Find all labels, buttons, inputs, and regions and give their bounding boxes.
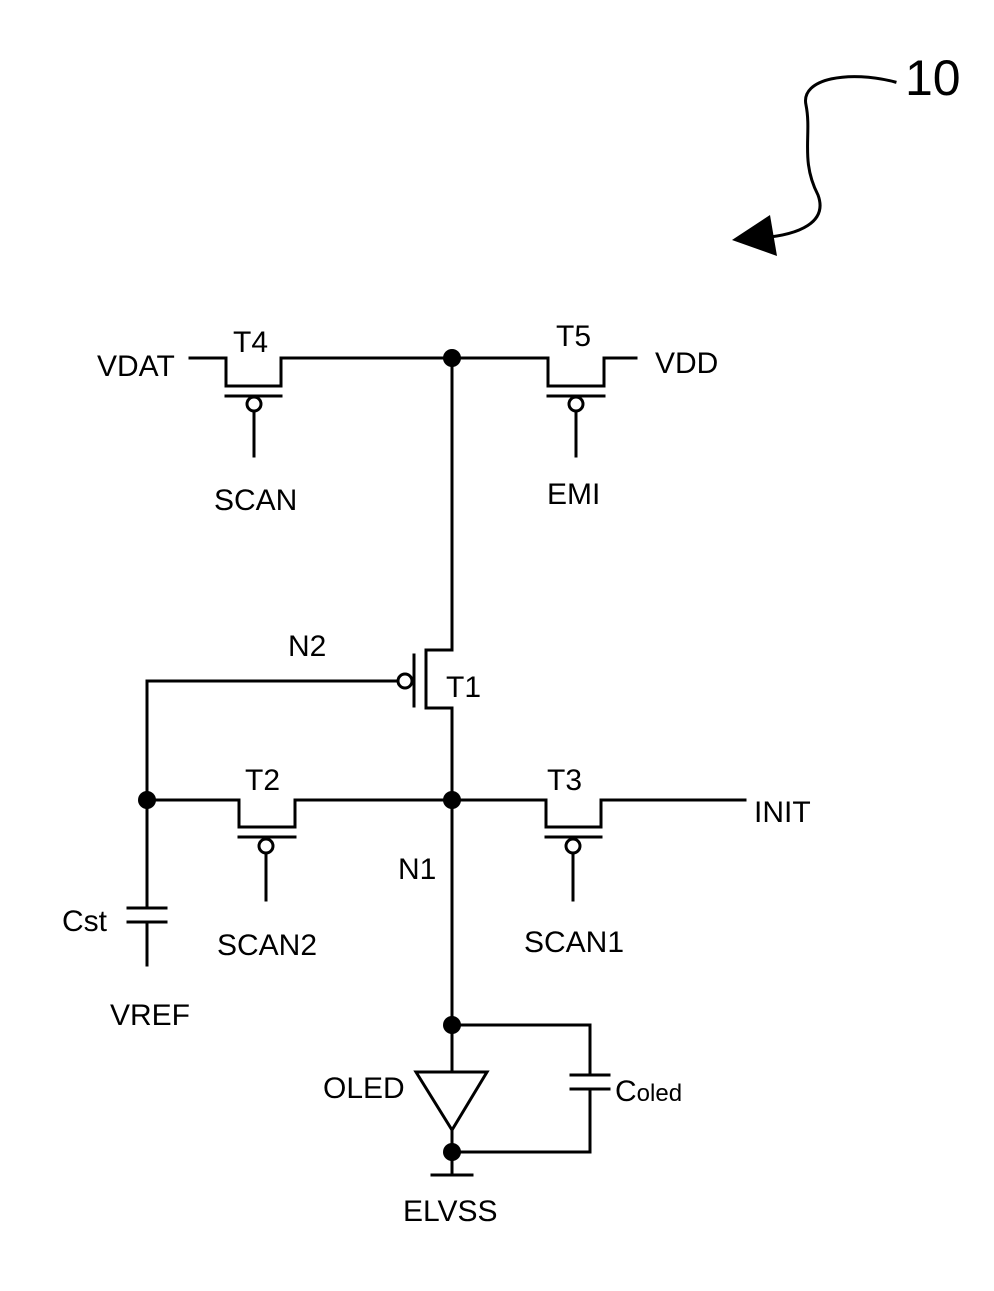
label-oled: OLED: [323, 1072, 405, 1105]
figure-reference-number: 10: [905, 50, 961, 106]
label-vref: VREF: [110, 999, 190, 1032]
capacitor-cst: [128, 800, 166, 965]
reference-arrow-head: [732, 215, 777, 256]
t5-gate-bubble: [569, 397, 583, 411]
label-init: INIT: [754, 796, 811, 829]
label-elvss: ELVSS: [403, 1195, 498, 1228]
transistor-t4: [190, 358, 452, 456]
t2-gate-bubble: [259, 839, 273, 853]
t3-gate-bubble: [566, 839, 580, 853]
transistor-t1: [147, 650, 452, 800]
label-scan2: SCAN2: [217, 929, 317, 962]
t4-channel: [190, 358, 452, 386]
label-t1: T1: [446, 671, 481, 704]
transistor-t5: [452, 358, 636, 456]
label-t5: T5: [556, 320, 591, 353]
label-coled: Coled: [615, 1075, 682, 1108]
t4-gate-bubble: [247, 397, 261, 411]
label-n2: N2: [288, 630, 326, 663]
oled-triangle: [416, 1072, 487, 1130]
label-t3: T3: [547, 764, 582, 797]
transistor-t3: [452, 800, 745, 900]
label-cst: Cst: [62, 905, 108, 938]
coled-top-wire: [452, 1025, 590, 1075]
label-vdd: VDD: [655, 347, 718, 380]
t3-channel: [452, 800, 745, 827]
t2-channel: [147, 800, 452, 827]
label-vdat: VDAT: [97, 350, 175, 383]
t1-gate-bubble: [398, 674, 412, 688]
label-scan: SCAN: [214, 484, 297, 517]
label-emi: EMI: [547, 478, 600, 511]
label-scan1: SCAN1: [524, 926, 624, 959]
label-t4: T4: [233, 326, 268, 359]
label-t2: T2: [245, 764, 280, 797]
reference-arrow-line: [760, 77, 895, 238]
label-n1: N1: [398, 853, 436, 886]
oled-diode: [416, 1025, 487, 1152]
t5-channel: [452, 358, 636, 386]
